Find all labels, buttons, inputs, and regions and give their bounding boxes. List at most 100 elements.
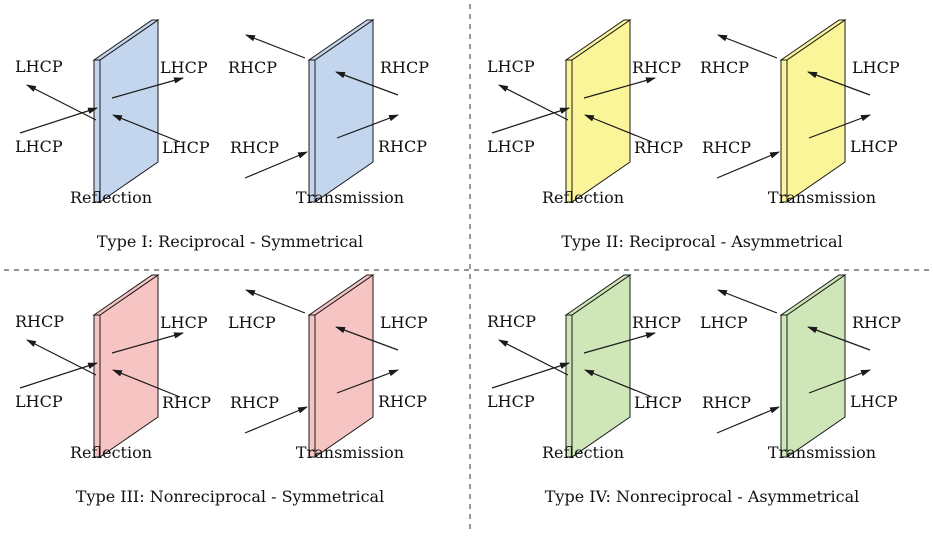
reflection-label-bottom-right: RHCP: [162, 393, 211, 412]
transmission-arrow-out-bottom: [808, 114, 871, 139]
reflection-label-bottom-left: LHCP: [15, 392, 63, 411]
reflection-label-bottom-right: RHCP: [634, 138, 683, 157]
transmission-label-top-left: LHCP: [700, 313, 748, 332]
transmission-label-top-right: LHCP: [380, 313, 428, 332]
transmission-arrow-in-bottom: [716, 406, 780, 434]
transmission-arrow-in-top: [807, 71, 871, 96]
transmission-label-top-left: LHCP: [228, 313, 276, 332]
transmission-arrow-in-top: [807, 326, 871, 351]
transmission-arrow-in-top: [335, 71, 399, 96]
transmission-label-bottom-right: LHCP: [850, 392, 898, 411]
reflection-label-top-right: LHCP: [160, 58, 208, 77]
reflection-caption: Reflection: [542, 443, 624, 462]
reflection-label-bottom-left: LHCP: [487, 137, 535, 156]
transmission-label-bottom-right: LHCP: [850, 137, 898, 156]
quadrant-caption: Type IV: Nonreciprocal - Asymmetrical: [545, 487, 860, 506]
transmission-arrow-in-bottom: [716, 151, 780, 179]
slab-side: [308, 59, 316, 203]
transmission-arrow-out-bottom: [808, 369, 871, 394]
reflection-arrow-in-left: [19, 362, 98, 389]
reflection-caption: Reflection: [542, 188, 624, 207]
reflection-label-bottom-left: LHCP: [15, 137, 63, 156]
transmission-caption: Transmission: [296, 443, 404, 462]
transmission-arrow-out-top: [245, 34, 306, 59]
reflection-label-bottom-right: LHCP: [634, 393, 682, 412]
slab-side: [780, 59, 788, 203]
transmission-caption: Transmission: [296, 188, 404, 207]
reflection-arrow-out-left: [26, 84, 97, 121]
slab-face: [571, 19, 631, 203]
transmission-label-top-right: RHCP: [852, 313, 901, 332]
reflection-arrow-in-right: [112, 114, 181, 143]
reflection-caption: Reflection: [70, 188, 152, 207]
reflection-label-bottom-right: LHCP: [162, 138, 210, 157]
reflection-slab: [92, 19, 160, 203]
transmission-slab: [307, 19, 375, 203]
quadrant-4: RHCP RHCP LHCP LHCP Reflection LHCP RHCP RHCP LH…: [487, 274, 901, 506]
reflection-slab: [564, 19, 632, 203]
slab-face: [786, 19, 846, 203]
transmission-label-bottom-right: RHCP: [378, 392, 427, 411]
transmission-slab: [779, 274, 847, 458]
reflection-arrow-out-left: [498, 84, 569, 121]
quadrant-1: LHCP LHCP LHCP LHCP Reflection RHCP RHCP RHCP RH…: [15, 19, 429, 251]
reflection-arrow-out-right: [583, 77, 656, 99]
slab-face: [571, 274, 631, 458]
reflection-slab: [92, 274, 160, 458]
transmission-label-bottom-left: RHCP: [702, 393, 751, 412]
reflection-label-top-left: RHCP: [487, 312, 536, 331]
transmission-label-bottom-right: RHCP: [378, 137, 427, 156]
slab-side: [565, 314, 573, 458]
slab-face: [99, 274, 159, 458]
slab-face: [314, 274, 374, 458]
transmission-arrow-in-bottom: [244, 151, 308, 179]
reflection-arrow-out-right: [583, 332, 656, 354]
transmission-arrow-in-bottom: [244, 406, 308, 434]
reflection-slab: [564, 274, 632, 458]
reflection-arrow-in-left: [491, 107, 570, 134]
slab-side: [93, 314, 101, 458]
transmission-slab: [779, 19, 847, 203]
transmission-label-bottom-left: RHCP: [702, 138, 751, 157]
slab-side: [565, 59, 573, 203]
quadrant-2: LHCP RHCP LHCP RHCP Reflection RHCP LHCP RHCP LH…: [487, 19, 900, 251]
reflection-label-top-right: LHCP: [160, 313, 208, 332]
slab-side: [93, 59, 101, 203]
slab-face: [314, 19, 374, 203]
reflection-label-top-left: RHCP: [15, 312, 64, 331]
transmission-label-top-left: RHCP: [700, 58, 749, 77]
reflection-caption: Reflection: [70, 443, 152, 462]
transmission-slab: [307, 274, 375, 458]
reflection-arrow-out-right: [111, 332, 184, 354]
transmission-label-bottom-left: RHCP: [230, 393, 279, 412]
reflection-arrow-out-right: [111, 77, 184, 99]
quadrant-caption: Type II: Reciprocal - Asymmetrical: [561, 232, 842, 251]
transmission-arrow-out-top: [717, 34, 778, 59]
transmission-label-top-right: RHCP: [380, 58, 429, 77]
reflection-label-top-left: LHCP: [15, 57, 63, 76]
quadrant-caption: Type III: Nonreciprocal - Symmetrical: [76, 487, 384, 506]
slab-side: [780, 314, 788, 458]
transmission-label-top-right: LHCP: [852, 58, 900, 77]
reflection-arrow-out-left: [498, 339, 569, 376]
reflection-arrow-in-left: [19, 107, 98, 134]
reflection-label-top-right: RHCP: [632, 58, 681, 77]
transmission-caption: Transmission: [768, 188, 876, 207]
transmission-arrow-in-top: [335, 326, 399, 351]
reflection-arrow-in-right: [584, 369, 653, 398]
reflection-arrow-in-right: [584, 114, 653, 143]
reflection-arrow-in-right: [112, 369, 181, 398]
slab-face: [99, 19, 159, 203]
quadrant-caption: Type I: Reciprocal - Symmetrical: [97, 232, 363, 251]
transmission-arrow-out-bottom: [336, 369, 399, 394]
quadrant-3: RHCP LHCP LHCP RHCP Reflection LHCP LHCP RHCP RH…: [15, 274, 428, 506]
transmission-arrow-out-top: [717, 289, 778, 314]
transmission-label-top-left: RHCP: [228, 58, 277, 77]
slab-side: [308, 314, 316, 458]
reflection-label-bottom-left: LHCP: [487, 392, 535, 411]
reflection-label-top-left: LHCP: [487, 57, 535, 76]
reflection-label-top-right: RHCP: [632, 313, 681, 332]
slab-face: [786, 274, 846, 458]
transmission-label-bottom-left: RHCP: [230, 138, 279, 157]
